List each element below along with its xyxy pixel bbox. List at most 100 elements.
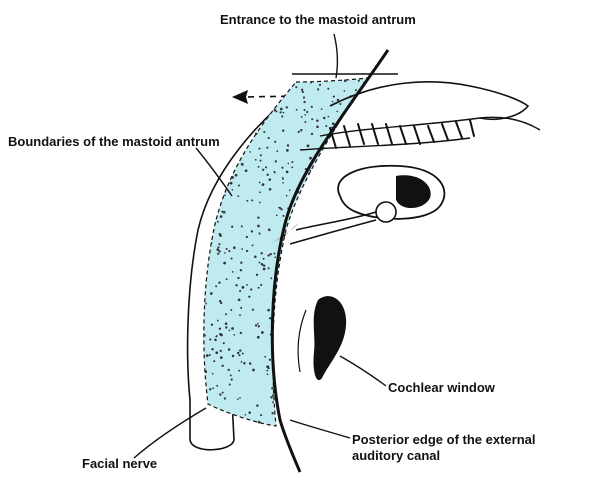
- speckle-dot: [240, 225, 243, 228]
- mastoid-antrum-region: [203, 77, 370, 427]
- speckle-dot: [214, 338, 217, 342]
- speckle-dot: [327, 115, 330, 118]
- speckle-dot: [331, 122, 335, 126]
- speckle-dot: [239, 331, 242, 335]
- label-posterior-line1: Posterior edge of the external: [352, 432, 536, 447]
- speckle-dot: [248, 295, 251, 298]
- speckle-dot: [205, 354, 209, 357]
- speckle-dot: [228, 383, 231, 386]
- speckle-dot: [219, 393, 222, 396]
- speckle-dot: [302, 96, 306, 99]
- speckle-dot: [205, 302, 207, 305]
- speckle-dot: [282, 181, 284, 184]
- speckle-dot: [239, 289, 242, 293]
- speckle-dot: [354, 89, 357, 92]
- speckle-dot: [275, 110, 278, 113]
- speckle-dot: [309, 169, 312, 172]
- speckle-dot: [259, 191, 261, 194]
- speckle-dot: [269, 252, 272, 256]
- speckle-dot: [228, 250, 231, 253]
- speckle-dot: [239, 314, 241, 317]
- speckle-dot: [344, 79, 347, 82]
- label-posterior-edge: Posterior edge of the external auditory …: [352, 432, 536, 464]
- speckle-dot: [248, 411, 251, 414]
- speckle-dot: [300, 116, 303, 118]
- speckle-dot: [222, 342, 225, 345]
- speckle-dot: [231, 175, 234, 179]
- speckle-dot: [282, 111, 285, 114]
- speckle-dot: [246, 284, 248, 286]
- speckle-dot: [240, 360, 243, 363]
- speckle-dot: [231, 271, 234, 273]
- speckle-dot: [208, 388, 212, 391]
- speckle-dot: [231, 225, 234, 228]
- speckle-dot: [261, 183, 265, 186]
- speckle-dot: [223, 397, 227, 400]
- label-boundaries: Boundaries of the mastoid antrum: [8, 134, 220, 149]
- speckle-dot: [279, 107, 283, 111]
- speckle-dot: [267, 308, 270, 312]
- speckle-dot: [318, 84, 321, 86]
- speckle-dot: [257, 325, 260, 328]
- speckle-dot: [228, 329, 231, 332]
- speckle-dot: [230, 309, 233, 312]
- speckle-dot: [273, 252, 276, 255]
- speckle-dot: [239, 268, 243, 272]
- ossicle-joint: [375, 201, 397, 223]
- cochlear-window-rim: [297, 309, 307, 373]
- speckle-dot: [218, 299, 222, 303]
- speckle-dot: [258, 261, 261, 264]
- speckle-dot: [257, 216, 260, 219]
- speckle-dot: [225, 326, 228, 329]
- speckle-dot: [244, 414, 247, 416]
- speckle-dot: [225, 278, 228, 281]
- speckle-dot: [327, 87, 330, 90]
- arrow-head: [232, 90, 248, 104]
- speckle-dot: [233, 246, 236, 249]
- speckle-dot: [224, 322, 228, 325]
- speckle-dot: [241, 352, 244, 355]
- speckle-dot: [219, 332, 222, 336]
- speckle-dot: [216, 220, 219, 223]
- leader-lines: [133, 33, 387, 459]
- speckle-dot: [343, 90, 346, 92]
- speckle-dot: [240, 306, 243, 309]
- speckle-dot: [218, 281, 221, 284]
- speckle-dot: [215, 285, 218, 288]
- speckle-dot: [307, 172, 310, 175]
- speckle-dot: [239, 396, 241, 399]
- speckle-dot: [267, 137, 270, 140]
- speckle-dot: [281, 115, 284, 118]
- speckle-dot: [211, 372, 214, 375]
- speckle-dot: [257, 420, 261, 424]
- speckle-dot: [229, 374, 232, 377]
- speckle-dot: [251, 308, 254, 311]
- speckle-dot: [227, 348, 231, 351]
- label-facial-nerve: Facial nerve: [82, 456, 158, 471]
- speckle-dot: [258, 181, 261, 184]
- speckle-dot: [285, 170, 289, 174]
- speckle-dot: [252, 368, 255, 372]
- speckle-dot: [286, 144, 290, 147]
- speckle-dot: [332, 95, 335, 98]
- speckle-dot: [295, 108, 298, 111]
- speckle-dot: [276, 150, 279, 152]
- speckle-dot: [291, 161, 294, 164]
- speckle-dot: [262, 168, 265, 171]
- speckle-dot: [216, 248, 220, 251]
- speckle-dot: [260, 414, 263, 417]
- speckle-dot: [220, 301, 223, 305]
- speckle-dot: [213, 360, 216, 363]
- speckle-dot: [282, 178, 284, 180]
- speckle-dot: [215, 335, 218, 338]
- speckle-dot: [230, 378, 233, 381]
- speckle-dot: [223, 252, 226, 254]
- speckle-dot: [219, 356, 223, 359]
- label-posterior-line2: auditory canal: [352, 448, 441, 463]
- speckle-dot: [221, 210, 224, 213]
- speckle-dot: [279, 111, 282, 114]
- speckle-dot: [254, 324, 258, 327]
- speckle-dot: [231, 354, 235, 358]
- speckle-dot: [238, 369, 241, 372]
- speckle-dot: [218, 243, 221, 246]
